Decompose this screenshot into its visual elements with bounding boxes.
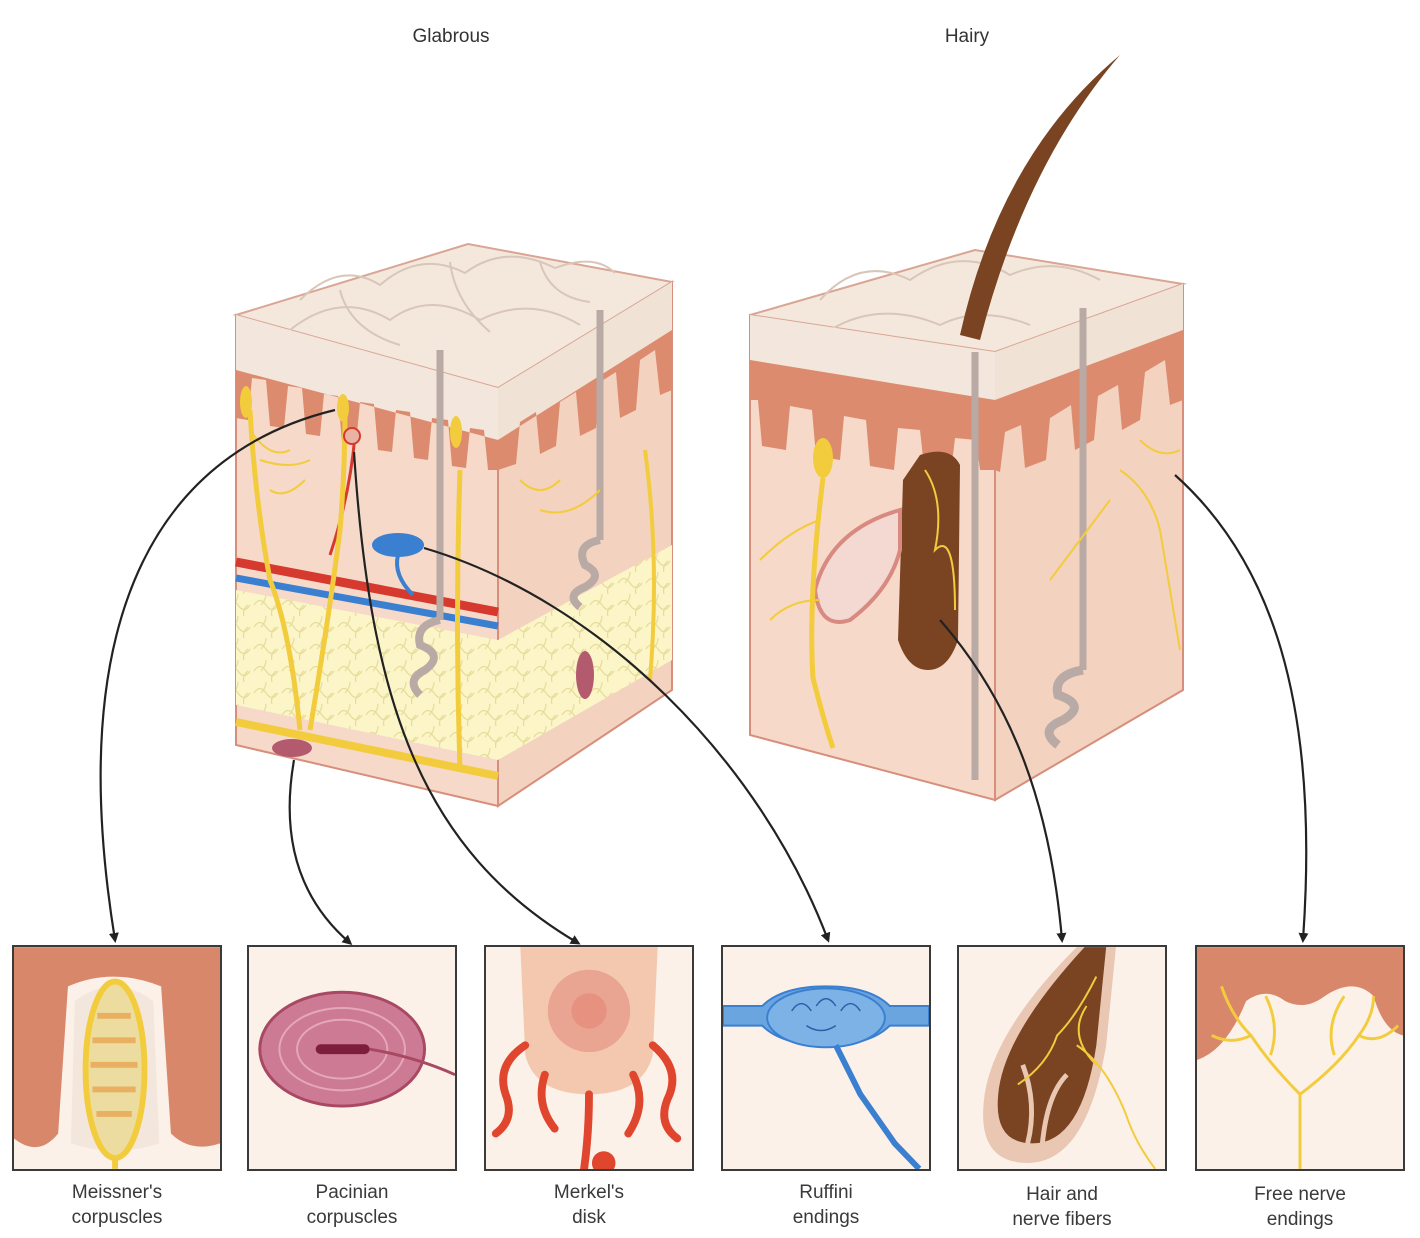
- arrow-ruffini: [423, 546, 831, 943]
- free-nerve-caption: Free nerve endings: [1185, 1182, 1415, 1232]
- meissner-corpuscle-panel: [12, 945, 222, 1171]
- arrow-pacinian: [288, 759, 353, 945]
- caption-line: Merkel's: [553, 1182, 625, 1203]
- caption-line: nerve fibers: [1012, 1209, 1112, 1230]
- caption-line: Ruffini: [799, 1182, 853, 1203]
- pointer-arrows: [99, 408, 1309, 945]
- glabrous-skin-block: [232, 242, 675, 808]
- merkel-caption: Merkel's disk: [474, 1180, 704, 1230]
- free-nerve-endings-panel: [1195, 945, 1405, 1171]
- arrow-free-nerve: [1174, 474, 1309, 943]
- ruffini-caption: Ruffini endings: [711, 1180, 941, 1230]
- caption-line: disk: [572, 1207, 606, 1228]
- pacinian-corpuscle-panel: [247, 945, 457, 1171]
- caption-line: endings: [792, 1207, 860, 1228]
- meissner-caption: Meissner's corpuscles: [2, 1180, 232, 1230]
- arrow-merkel: [352, 451, 581, 945]
- arrow-meissner: [99, 408, 336, 943]
- caption-line: endings: [1266, 1209, 1334, 1230]
- caption-line: Hair and: [1026, 1184, 1098, 1205]
- glabrous-heading: Glabrous: [412, 26, 490, 47]
- arrow-hair: [939, 619, 1067, 943]
- hair-caption: Hair and nerve fibers: [947, 1182, 1177, 1232]
- caption-line: corpuscles: [71, 1207, 163, 1228]
- hair-and-nerve-fibers-panel: [957, 945, 1167, 1171]
- caption-line: Meissner's: [71, 1182, 163, 1203]
- pacinian-caption: Pacinian corpuscles: [237, 1180, 467, 1230]
- hairy-skin-block: [749, 55, 1187, 802]
- hairy-heading: Hairy: [944, 26, 990, 47]
- caption-line: Free nerve: [1254, 1184, 1346, 1205]
- ruffini-ending-panel: [721, 945, 931, 1171]
- merkel-disk-panel: [484, 945, 694, 1171]
- caption-line: corpuscles: [306, 1207, 398, 1228]
- caption-line: Pacinian: [315, 1182, 389, 1203]
